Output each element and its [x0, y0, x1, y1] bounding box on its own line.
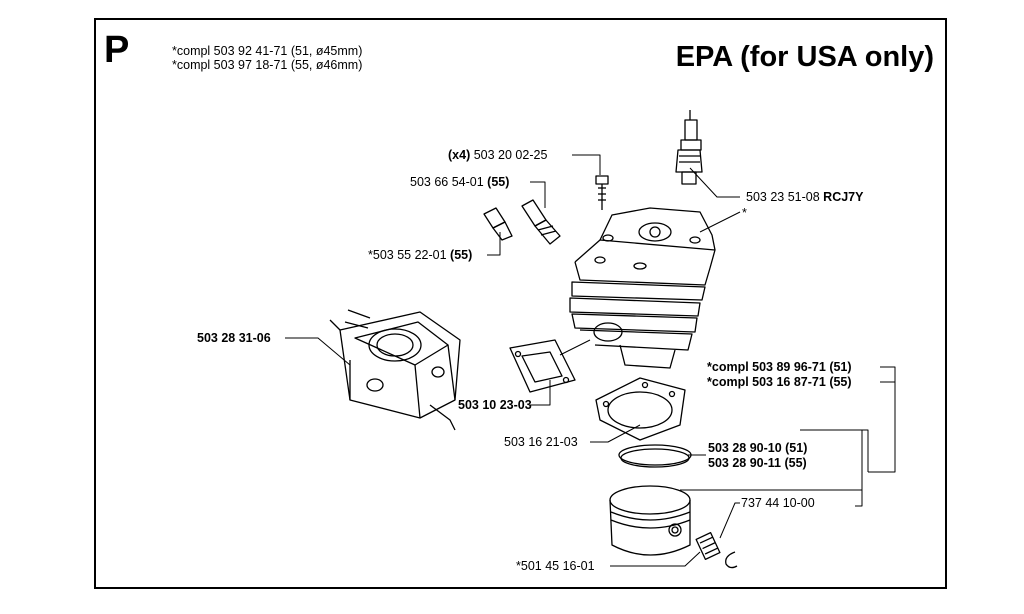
spark-plug-label: 503 23 51-08 RCJ7Y: [746, 190, 863, 204]
spark-plug-part-number: 503 23 51-08: [746, 190, 820, 204]
spark-plug-drawing: [675, 110, 703, 185]
kit-55-label: *compl 503 16 87-71 (55): [707, 375, 852, 389]
spark-plug-code: RCJ7Y: [823, 190, 864, 204]
cylinder-star: *: [742, 206, 747, 220]
section-letter: P: [104, 29, 130, 71]
piston-pin-drawing: [695, 531, 721, 561]
bolt-part-number: 503 20 02-25: [473, 148, 548, 162]
kit-55-size: (55): [829, 375, 852, 389]
ring-55-label: 503 28 90-11 (55): [708, 456, 807, 470]
decomp-valve-drawing: [483, 207, 513, 241]
nozzle-drawing: [521, 199, 561, 245]
kit-51-size: (51): [829, 360, 852, 374]
kit-51-label: *compl 503 89 96-71 (51): [707, 360, 852, 374]
intake-gasket-drawing: [509, 339, 576, 393]
nozzle-label: 503 66 54-01 (55): [410, 175, 509, 189]
bolt-qty: (x4): [448, 148, 471, 162]
carburetor-label: 503 28 31-06: [197, 331, 271, 345]
cylinder-drawing: [569, 207, 716, 369]
header-note-2: *compl 503 97 18-71 (55, ø46mm): [172, 58, 363, 72]
decomp-valve-label: *503 55 22-01 (55): [368, 248, 472, 262]
nozzle-part-number: 503 66 54-01: [410, 175, 484, 189]
piston-pin-label: *501 45 16-01: [516, 559, 595, 573]
ring-51-label: 503 28 90-10 (51): [708, 441, 808, 455]
piston-drawing: [609, 485, 691, 556]
bolt-drawing: [595, 175, 609, 210]
kit-51-part-number: *compl 503 89 96-71: [707, 360, 826, 374]
kit-55-part-number: *compl 503 16 87-71: [707, 375, 826, 389]
nozzle-size: (55): [487, 175, 510, 189]
carburetor-drawing: [329, 309, 461, 431]
piston-rings-drawing: [618, 444, 692, 468]
base-gasket-label: 503 16 21-03: [504, 435, 578, 449]
circlip-drawing: [725, 551, 738, 569]
bolt-label: (x4) 503 20 02-25: [448, 148, 547, 162]
diagram-frame: [94, 18, 947, 589]
decomp-valve-part-number: *503 55 22-01: [368, 248, 447, 262]
intake-gasket-label: 503 10 23-03: [458, 398, 532, 412]
page-title: EPA (for USA only): [675, 41, 934, 73]
decomp-valve-size: (55): [450, 248, 473, 262]
circlip-label: 737 44 10-00: [741, 496, 815, 510]
base-gasket-drawing: [595, 377, 686, 441]
header-note-1: *compl 503 92 41-71 (51, ø45mm): [172, 44, 363, 58]
leader-lines: [285, 154, 896, 567]
